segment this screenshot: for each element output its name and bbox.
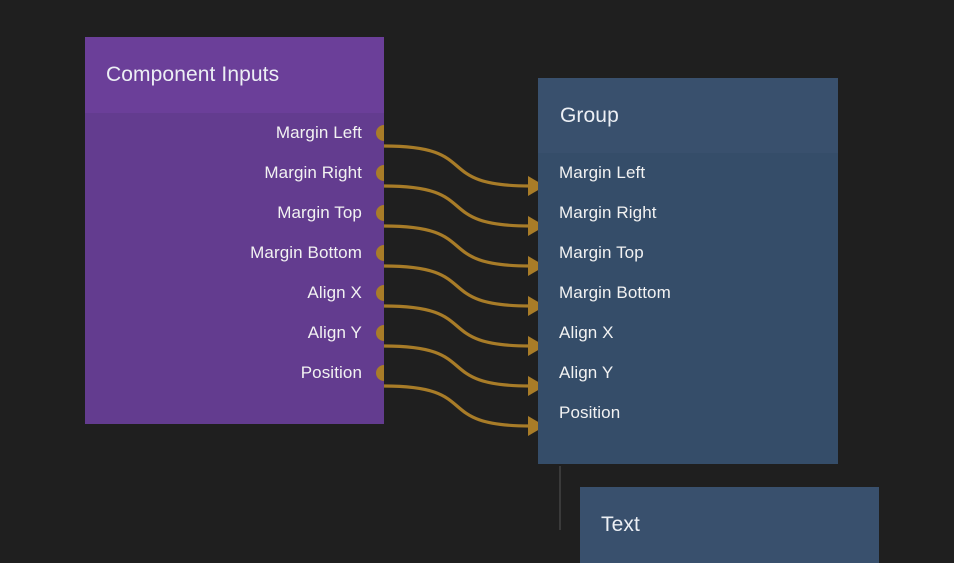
port-label: Align X (307, 283, 362, 302)
node-group-title: Group (560, 103, 619, 127)
connection-wire[interactable] (382, 384, 532, 428)
node-component-inputs-title: Component Inputs (106, 63, 280, 86)
port-row[interactable]: Align Y (85, 313, 384, 353)
port-label: Position (559, 403, 621, 422)
port-label: Position (300, 363, 362, 382)
output-port-dot[interactable] (376, 245, 384, 261)
connection-wire[interactable] (382, 144, 532, 188)
port-row[interactable]: Align X (538, 313, 838, 353)
port-label: Margin Top (277, 203, 362, 222)
port-row[interactable]: Margin Left (538, 153, 838, 193)
port-row[interactable]: Margin Right (85, 153, 384, 193)
output-port-dot[interactable] (376, 205, 384, 221)
port-label: Margin Top (559, 243, 644, 262)
port-row[interactable]: Margin Right (538, 193, 838, 233)
port-row[interactable]: Margin Bottom (538, 273, 838, 313)
port-row[interactable]: Position (538, 393, 838, 433)
port-label: Align Y (559, 363, 614, 382)
output-port-dot[interactable] (376, 125, 384, 141)
port-label: Margin Right (264, 163, 362, 182)
connection-wire[interactable] (382, 184, 532, 228)
port-label: Margin Left (559, 163, 646, 182)
output-port-dot[interactable] (376, 285, 384, 301)
port-row[interactable]: Align X (85, 273, 384, 313)
node-text-header[interactable]: Text (580, 487, 879, 563)
port-row[interactable]: Margin Bottom (85, 233, 384, 273)
output-port-dot[interactable] (376, 365, 384, 381)
node-group-header[interactable]: Group (538, 78, 838, 153)
connection-wire[interactable] (382, 304, 532, 348)
port-label: Margin Right (559, 203, 657, 222)
port-row[interactable]: Position (85, 353, 384, 393)
node-component-inputs-header[interactable]: Component Inputs (85, 37, 384, 113)
port-row[interactable]: Margin Top (85, 193, 384, 233)
hierarchy-guide-line (559, 466, 561, 530)
node-text-title: Text (601, 513, 640, 536)
port-label: Margin Bottom (250, 243, 362, 262)
port-label: Margin Bottom (559, 283, 671, 302)
connection-wire[interactable] (382, 344, 532, 388)
node-text[interactable]: Text (580, 487, 879, 563)
output-port-dot[interactable] (376, 325, 384, 341)
port-label: Align X (559, 323, 614, 342)
port-row[interactable]: Margin Left (85, 113, 384, 153)
port-label: Align Y (307, 323, 362, 342)
port-row[interactable]: Margin Top (538, 233, 838, 273)
connection-wire[interactable] (382, 264, 532, 308)
connection-wire[interactable] (382, 224, 532, 268)
port-row[interactable]: Align Y (538, 353, 838, 393)
output-port-dot[interactable] (376, 165, 384, 181)
port-label: Margin Left (275, 123, 362, 142)
